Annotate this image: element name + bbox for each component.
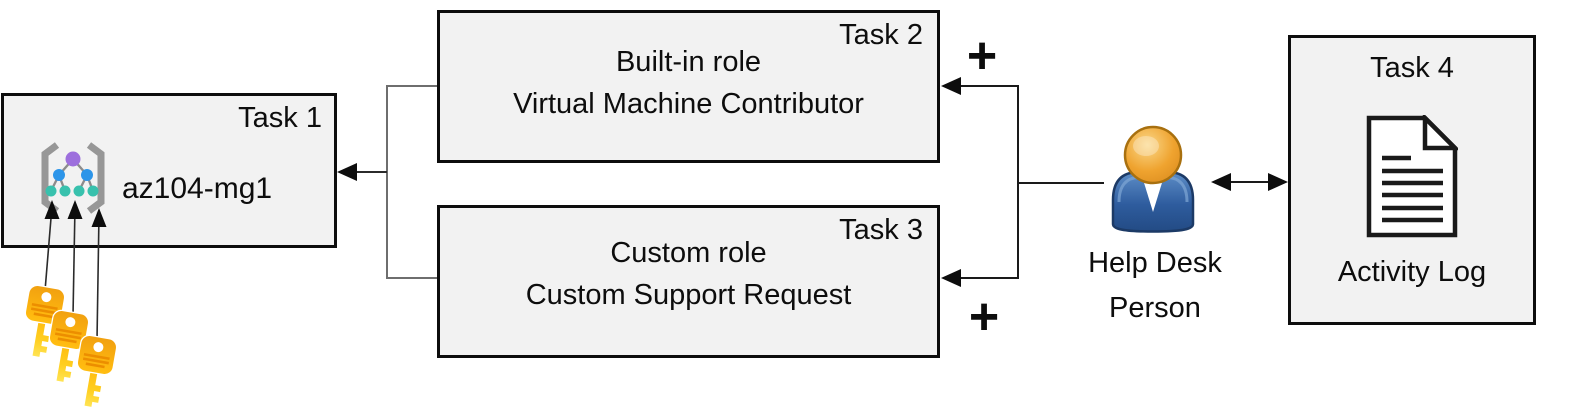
management-group-icon xyxy=(41,142,105,214)
plus-sign-top: + xyxy=(966,27,998,85)
person-body-highlight xyxy=(1117,176,1189,203)
document-fold xyxy=(1422,115,1458,151)
person-label-line1: Help Desk xyxy=(1088,247,1222,279)
plus-sign-bottom: + xyxy=(968,288,1000,346)
arrowhead-into-task1 xyxy=(337,163,357,181)
mg-leaf-node xyxy=(73,185,85,197)
person-collar xyxy=(1141,173,1165,212)
management-group-name: az104-mg1 xyxy=(122,172,273,205)
arrowhead-into-task3 xyxy=(941,269,961,287)
arrowhead-toward-person xyxy=(1211,173,1231,191)
task1-box: Task 1 az104-mg1 xyxy=(1,93,337,248)
key-icon xyxy=(41,308,91,386)
document-icon xyxy=(1366,115,1458,238)
key-icons xyxy=(17,283,119,409)
task1-label: Task 1 xyxy=(238,102,322,134)
mg-leaf-node xyxy=(87,185,99,197)
person-head xyxy=(1123,125,1183,185)
person-icon xyxy=(1111,125,1195,233)
task2-line2: Virtual Machine Contributor xyxy=(513,88,864,120)
mg-leaf-node xyxy=(45,185,57,197)
document-text-lines xyxy=(1382,155,1443,223)
arrowhead-toward-task4 xyxy=(1268,173,1288,191)
mg-right-bracket xyxy=(86,142,105,214)
task3-label: Task 3 xyxy=(839,214,923,246)
mg-leaf-node xyxy=(59,185,71,197)
task2-label: Task 2 xyxy=(839,19,923,51)
task3-line1: Custom role xyxy=(610,237,767,269)
double-arrow-person-task4 xyxy=(1211,173,1288,191)
person-head-shine xyxy=(1133,136,1159,156)
task3-box: Task 3 Custom role Custom Support Reques… xyxy=(437,205,940,358)
bracket-left-connector xyxy=(337,85,437,279)
person-label-line2: Person xyxy=(1109,292,1201,324)
key-icon xyxy=(17,283,67,361)
mg-root-node xyxy=(65,151,81,167)
key-icon xyxy=(69,333,119,409)
task4-box: Task 4 Activity Log xyxy=(1288,35,1536,325)
person-body xyxy=(1111,170,1195,233)
task2-box: Task 2 Built-in role Virtual Machine Con… xyxy=(437,10,940,163)
person-label: Help Desk Person xyxy=(1076,241,1234,331)
task2-line1: Built-in role xyxy=(615,46,762,78)
task4-caption: Activity Log xyxy=(1337,256,1487,288)
task3-line2: Custom Support Request xyxy=(525,279,852,311)
mg-child-node xyxy=(81,169,93,181)
task4-label: Task 4 xyxy=(1370,52,1454,84)
mg-child-node xyxy=(53,169,65,181)
arrowhead-into-task2 xyxy=(941,77,961,95)
